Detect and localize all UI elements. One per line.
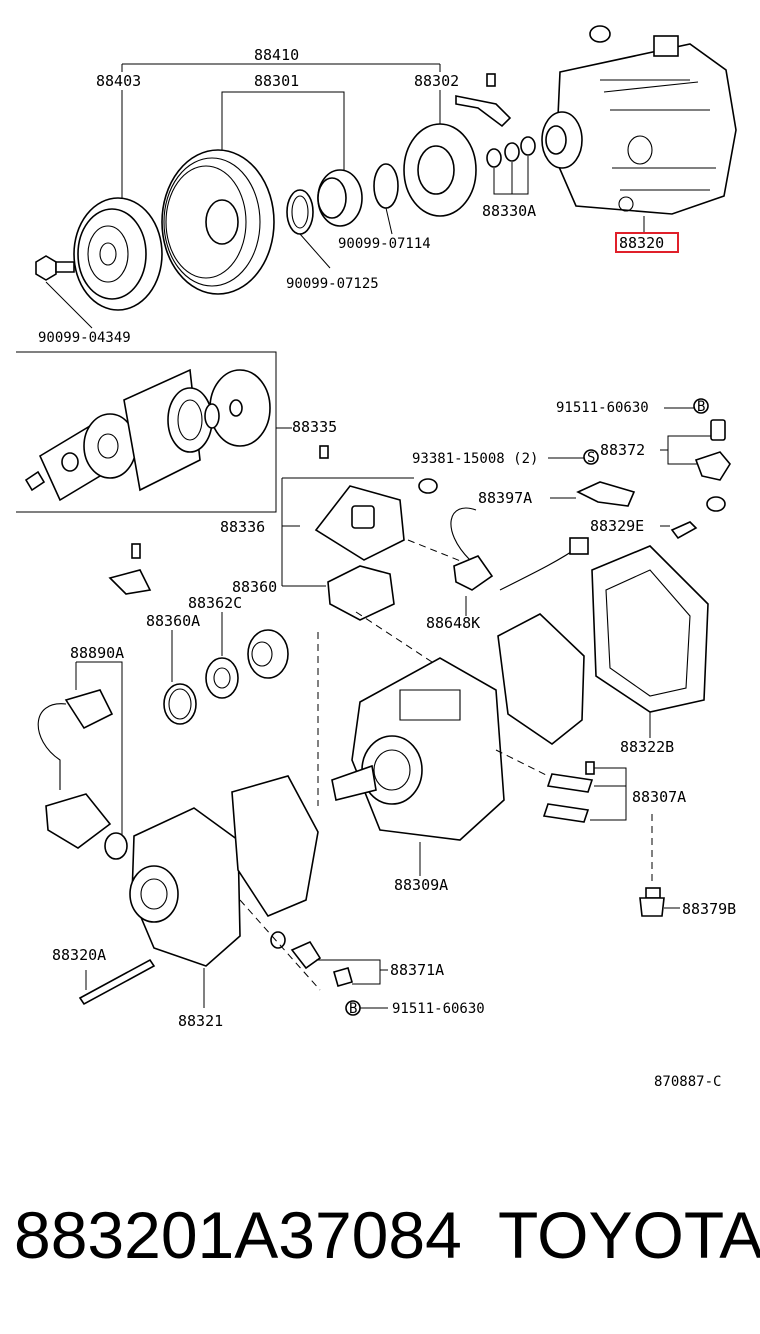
o-ring-88360A xyxy=(163,630,197,725)
reference-code: 870887-C xyxy=(654,1074,721,1090)
label-88890A: 88890A xyxy=(70,644,124,662)
label-88397A: 88397A xyxy=(478,489,532,507)
bracket-88372 xyxy=(660,435,712,465)
symbol-b-bot-circle xyxy=(345,1000,361,1016)
gasket-88360 xyxy=(327,565,395,621)
gasket-front xyxy=(231,775,319,917)
label-90099-04349: 90099-04349 xyxy=(38,330,131,346)
bracket-88301 xyxy=(221,91,345,170)
label-88301: 88301 xyxy=(254,72,299,90)
valve-88362C xyxy=(205,612,239,699)
label-88379B: 88379B xyxy=(682,900,736,918)
cover-88336 xyxy=(314,445,438,561)
label-88307A: 88307A xyxy=(632,788,686,806)
pressure-plate-88403 xyxy=(73,197,163,311)
symbol-b-top: B xyxy=(697,399,705,415)
valve-88371A xyxy=(290,940,388,987)
label-88410: 88410 xyxy=(254,46,299,64)
shaft-seal-kit-88335 xyxy=(24,368,271,502)
bracket-88397A xyxy=(576,481,636,507)
symbol-b-bot: B xyxy=(349,1001,357,1017)
label-88322B: 88322B xyxy=(620,738,674,756)
label-88360A: 88360A xyxy=(146,612,200,630)
snap-ring-90099-07114 xyxy=(373,163,399,235)
label-91511-60630-bot: 91511-60630 xyxy=(392,1001,485,1017)
label-88335: 88335 xyxy=(292,418,337,436)
label-90099-07125: 90099-07125 xyxy=(286,276,379,292)
box-88335 xyxy=(16,351,277,513)
sleeve-88360A-part xyxy=(247,629,289,679)
dashed-line-4 xyxy=(495,749,549,777)
snap-ring-90099-07125 xyxy=(286,189,331,269)
compressor-assy-88320 xyxy=(541,25,737,232)
label-88336: 88336 xyxy=(220,518,265,536)
o-ring-small xyxy=(270,931,286,949)
bolt-88320A xyxy=(78,958,156,1006)
label-88302: 88302 xyxy=(414,72,459,90)
clip-bracket xyxy=(108,543,152,595)
bolt-88329E xyxy=(670,521,698,540)
bracket-88336 xyxy=(281,477,414,586)
label-88362C: 88362C xyxy=(188,594,242,612)
sensor-88890A xyxy=(37,661,128,860)
symbol-s: S xyxy=(587,450,595,466)
valve-88372 xyxy=(694,419,731,512)
rear-housing-88322B xyxy=(591,545,709,738)
bearing xyxy=(317,169,363,227)
front-housing-88321 xyxy=(129,807,241,1008)
label-88360: 88360 xyxy=(232,578,277,596)
label-88403: 88403 xyxy=(96,72,141,90)
dashed-line-6 xyxy=(239,899,321,991)
pulley-88301 xyxy=(161,149,275,295)
label-91511-60630-top: 91511-60630 xyxy=(556,400,649,416)
connector-88648K xyxy=(450,507,589,616)
plug-88379B xyxy=(639,887,680,917)
label-88320: 88320 xyxy=(619,234,664,252)
label-88309A: 88309A xyxy=(394,876,448,894)
footer-part-number: 883201A37084 xyxy=(14,1198,462,1272)
footer-brand: TOYOTA xyxy=(498,1198,760,1272)
label-88372: 88372 xyxy=(600,441,645,459)
symbol-s-circle xyxy=(583,449,599,465)
screw-bracket xyxy=(455,73,512,128)
label-88648K: 88648K xyxy=(426,614,480,632)
label-88329E: 88329E xyxy=(590,517,644,535)
label-90099-07114: 90099-07114 xyxy=(338,236,431,252)
label-88330A: 88330A xyxy=(482,202,536,220)
valve-plate-88307A xyxy=(542,761,627,823)
bolt-90099-04349 xyxy=(35,255,93,329)
symbol-b-top-circle xyxy=(693,398,709,414)
dashed-line-2 xyxy=(355,611,433,663)
bracket-88410 xyxy=(121,63,441,72)
highlight-box-88320 xyxy=(615,232,679,253)
compressor-body-88309A xyxy=(331,657,505,876)
label-88371A: 88371A xyxy=(390,961,444,979)
field-coil-88302 xyxy=(403,123,477,217)
label-93381-15008: 93381-15008 (2) xyxy=(412,451,538,467)
dashed-line-3 xyxy=(407,539,469,565)
label-88320A: 88320A xyxy=(52,946,106,964)
shims-88330A xyxy=(486,136,536,195)
label-88321: 88321 xyxy=(178,1012,223,1030)
gasket-rear xyxy=(497,613,585,745)
